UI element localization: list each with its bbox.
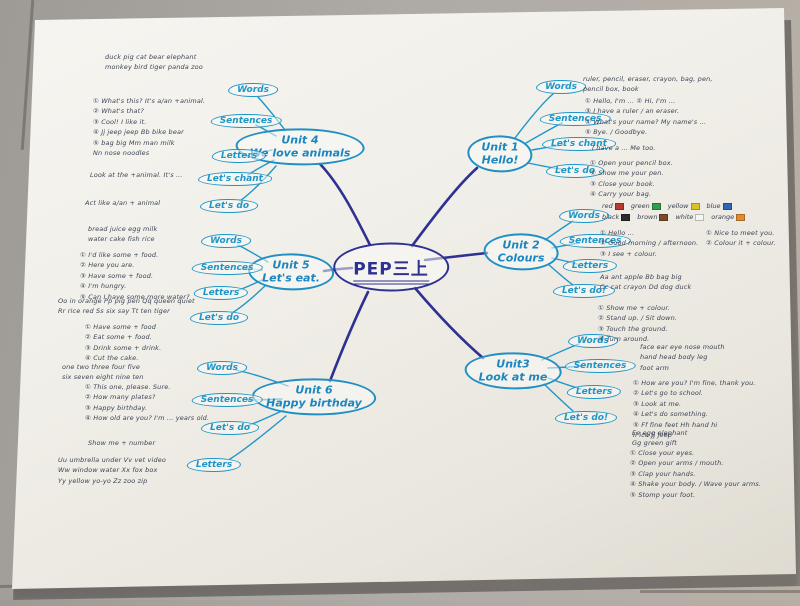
bubble-unit5-words: Words — [201, 234, 251, 248]
center-title: PEP三上 — [353, 259, 429, 285]
color-swatch-black — [621, 213, 631, 221]
unit1-subtitle: Hello! — [481, 153, 519, 166]
colour-word-label: orange — [711, 213, 735, 221]
unit2-subtitle: Colours — [497, 251, 545, 264]
unit6-label: Unit 6 — [295, 383, 333, 397]
bubble-unit5-sentences: Sentences — [191, 261, 263, 275]
unit-node-unit4: Unit 4 We love animals — [235, 128, 365, 166]
colour-word-brown: brown — [637, 213, 669, 221]
bubble-unit6-letters: Letters — [186, 458, 242, 472]
floor-grout-line — [640, 590, 800, 593]
colour-word-green: green — [631, 202, 661, 210]
color-swatch-yellow — [690, 202, 700, 210]
colour-word-label: brown — [637, 213, 658, 221]
bubble-unit4-lets-do: Let's do — [199, 199, 259, 213]
note-unit4-look: Look at the +animal. It's ... — [90, 171, 183, 179]
bubble-unit1-lets-do: Let's do — [545, 164, 605, 178]
bubble-unit5-lets-do: Let's do — [189, 311, 249, 325]
color-swatch-white — [695, 213, 705, 221]
note-unit2-colour-words-row2: black brown white orange — [602, 213, 746, 221]
unit5-subtitle: Let's eat. — [262, 271, 320, 284]
colour-word-label: yellow — [667, 202, 689, 210]
unit-node-unit1: Unit 1 Hello! — [467, 135, 533, 173]
note-unit3-words: face ear eye nose mouth hand head body l… — [640, 343, 725, 372]
center-node: PEP三上 — [333, 242, 449, 292]
note-unit2-colour-words-row1: red green yellow blue — [602, 202, 732, 210]
bubble-unit4-lets-chant: Let's chant — [198, 172, 272, 186]
unit-node-unit2: Unit 2 Colours — [483, 233, 559, 271]
color-swatch-brown — [659, 213, 669, 221]
colour-word-yellow: yellow — [668, 202, 700, 210]
bubble-unit2-lets-do: Let's do! — [552, 284, 616, 298]
bubble-unit1-sentences: Sentences — [539, 112, 611, 126]
note-unit1-sentences: ① Hello, I'm ... ② Hi, I'm ... ③ I have … — [585, 97, 707, 137]
note-unit1-do: ① Open your pencil box. ② Show me your p… — [590, 159, 673, 199]
bubble-unit4-sentences: Sentences — [210, 114, 282, 128]
note-unit3-letters: Ee egg elephant Gg green gift — [632, 429, 688, 448]
unit1-label: Unit 1 — [481, 140, 519, 154]
colour-word-black: black — [602, 213, 631, 221]
bubble-unit3-letters: Letters — [566, 385, 622, 399]
bubble-unit5-letters: Letters — [193, 286, 249, 300]
unit3-label: Unit3 — [496, 357, 530, 371]
note-unit3-sentences: ① How are you? I'm fine, thank you. ② Le… — [633, 379, 756, 439]
bubble-unit3-sentences: Sentences — [564, 359, 636, 373]
bubble-unit2-sentences: Sentences — [559, 234, 631, 248]
bubble-unit2-letters: Letters — [562, 259, 618, 273]
colour-word-white: white — [675, 213, 705, 221]
colour-word-label: blue — [706, 202, 721, 210]
colour-word-label: white — [675, 213, 694, 221]
note-unit3-do: ① Close your eyes. ② Open your arms / mo… — [630, 449, 762, 499]
note-unit6-show: Show me + number — [88, 439, 156, 447]
note-unit2-sentences: ① Hello ... ② Good morning / afternoon. … — [600, 229, 699, 258]
unit4-label: Unit 4 — [281, 133, 319, 147]
note-unit1-chant: I have a ... Me too. — [592, 144, 656, 152]
bubble-unit1-words: Words — [536, 80, 586, 94]
note-unit4-act: Act like a/an + animal — [85, 199, 161, 207]
bubble-unit6-words: Words — [197, 361, 247, 375]
colour-word-label: black — [602, 213, 620, 221]
note-unit1-words: ruler, pencil, eraser, crayon, bag, pen,… — [583, 75, 713, 94]
unit3-subtitle: Look at me — [478, 370, 548, 383]
colour-word-label: green — [630, 202, 650, 210]
colour-word-orange: orange — [711, 213, 746, 221]
bubble-unit3-words: Words — [568, 334, 618, 348]
note-unit5-words: bread juice egg milk water cake fish ric… — [88, 225, 158, 244]
bubble-unit6-sentences: Sentences — [191, 393, 263, 407]
note-unit2-letters: Aa ant apple Bb bag big Cc cat crayon Dd… — [600, 273, 692, 292]
bubble-unit4-words: Words — [228, 83, 278, 97]
note-unit5-do: ① Have some + food ② Eat some + food. ③ … — [85, 323, 162, 363]
colour-word-red: red — [602, 202, 624, 210]
note-unit6-words: one two three four five six seven eight … — [62, 363, 144, 382]
unit6-subtitle: Happy birthday — [266, 396, 362, 409]
unit5-label: Unit 5 — [272, 258, 310, 272]
colour-word-blue: blue — [707, 202, 732, 210]
bubble-unit1-lets-chant: Let's chant — [542, 137, 616, 151]
note-unit5-letters: Oo in orange Pp pig pen Qq queen quiet R… — [58, 297, 195, 316]
unit4-subtitle: We love animals — [249, 146, 351, 159]
unit-node-unit5: Unit 5 Let's eat. — [248, 253, 334, 291]
unit2-label: Unit 2 — [502, 238, 540, 252]
note-unit2-sentences2: ① Nice to meet you. ② Colour it + colour… — [706, 229, 776, 248]
note-unit4-words: duck pig cat bear elephant monkey bird t… — [105, 53, 203, 72]
color-swatch-green — [651, 202, 661, 210]
color-swatch-blue — [722, 202, 732, 210]
note-unit2-do: ① Show me + colour. ② Stand up. / Sit do… — [598, 304, 678, 344]
note-unit4-sentences: ① What's this? It's a/an +animal. ② What… — [93, 97, 206, 157]
note-unit6-letters: Uu umbrella under Vv vet video Ww window… — [58, 456, 167, 485]
note-unit5-sentences: ① I'd like some + food. ② Here you are. … — [80, 251, 190, 301]
color-swatch-red — [614, 202, 624, 210]
note-unit6-sentences: ① This one, please. Sure. ② How many pla… — [85, 383, 210, 423]
bubble-unit2-words: Words — [559, 209, 609, 223]
color-swatch-orange — [736, 213, 746, 221]
bubble-unit4-letters: Letters — [211, 149, 267, 163]
colour-word-label: red — [602, 202, 613, 210]
unit-node-unit3: Unit3 Look at me — [464, 352, 562, 390]
bubble-unit3-lets-do: Let's do! — [554, 411, 618, 425]
bubble-unit6-lets-do: Let's do — [200, 421, 260, 435]
